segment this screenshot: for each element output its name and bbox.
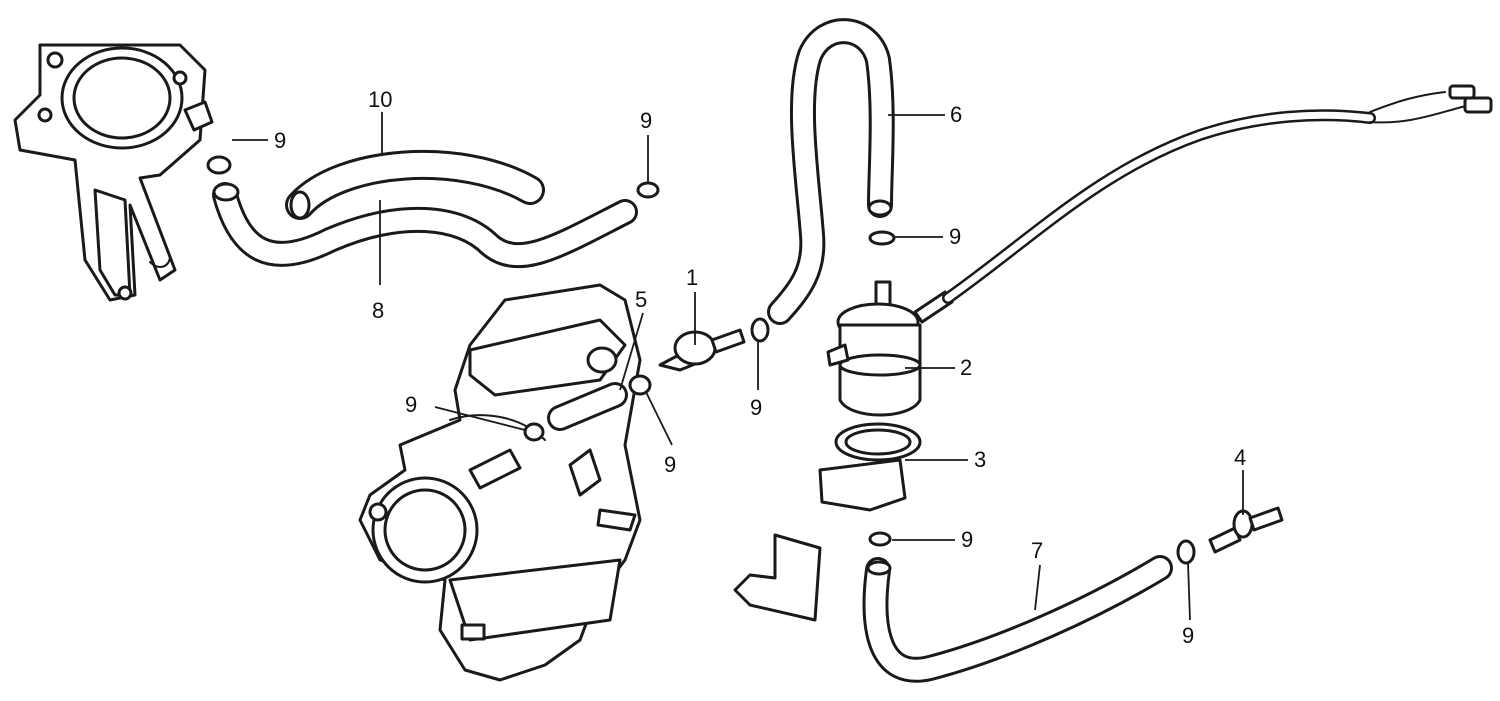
hose-10 [285,149,545,220]
clip-bracket [733,533,822,622]
hose-7 [862,555,1173,683]
callout-7: 7 [1031,538,1043,563]
tube-5 [547,382,628,431]
callout-2: 2 [960,355,972,380]
pump-wire-lead [942,84,1493,304]
hose-6 [767,18,895,325]
callout-9-d: 9 [750,395,762,420]
callout-10: 10 [368,87,392,112]
callout-9-e: 9 [664,452,676,477]
leader-lines [232,112,1244,621]
pump-bracket-3 [818,422,922,512]
callout-9-h: 9 [1182,623,1194,648]
callout-9-g: 9 [961,527,973,552]
callout-4: 4 [1234,445,1246,470]
mounting-bracket [13,43,214,302]
callout-5: 5 [635,287,647,312]
hose-clamps [206,155,1196,565]
callout-3: 3 [974,447,986,472]
callout-9-f: 9 [405,392,417,417]
callout-labels: 1 2 3 4 5 6 7 8 9 9 9 9 9 9 9 9 10 [274,87,1246,648]
filter-1 [658,328,746,372]
callout-6: 6 [950,102,962,127]
hose-8 [212,182,638,269]
callout-9-c: 9 [949,224,961,249]
joint-4 [1208,506,1284,554]
callout-9-a: 9 [274,128,286,153]
callout-1: 1 [686,265,698,290]
carburetor [358,283,642,682]
fuel-pump-2 [826,280,954,417]
callout-8: 8 [372,298,384,323]
callout-9-b: 9 [640,108,652,133]
